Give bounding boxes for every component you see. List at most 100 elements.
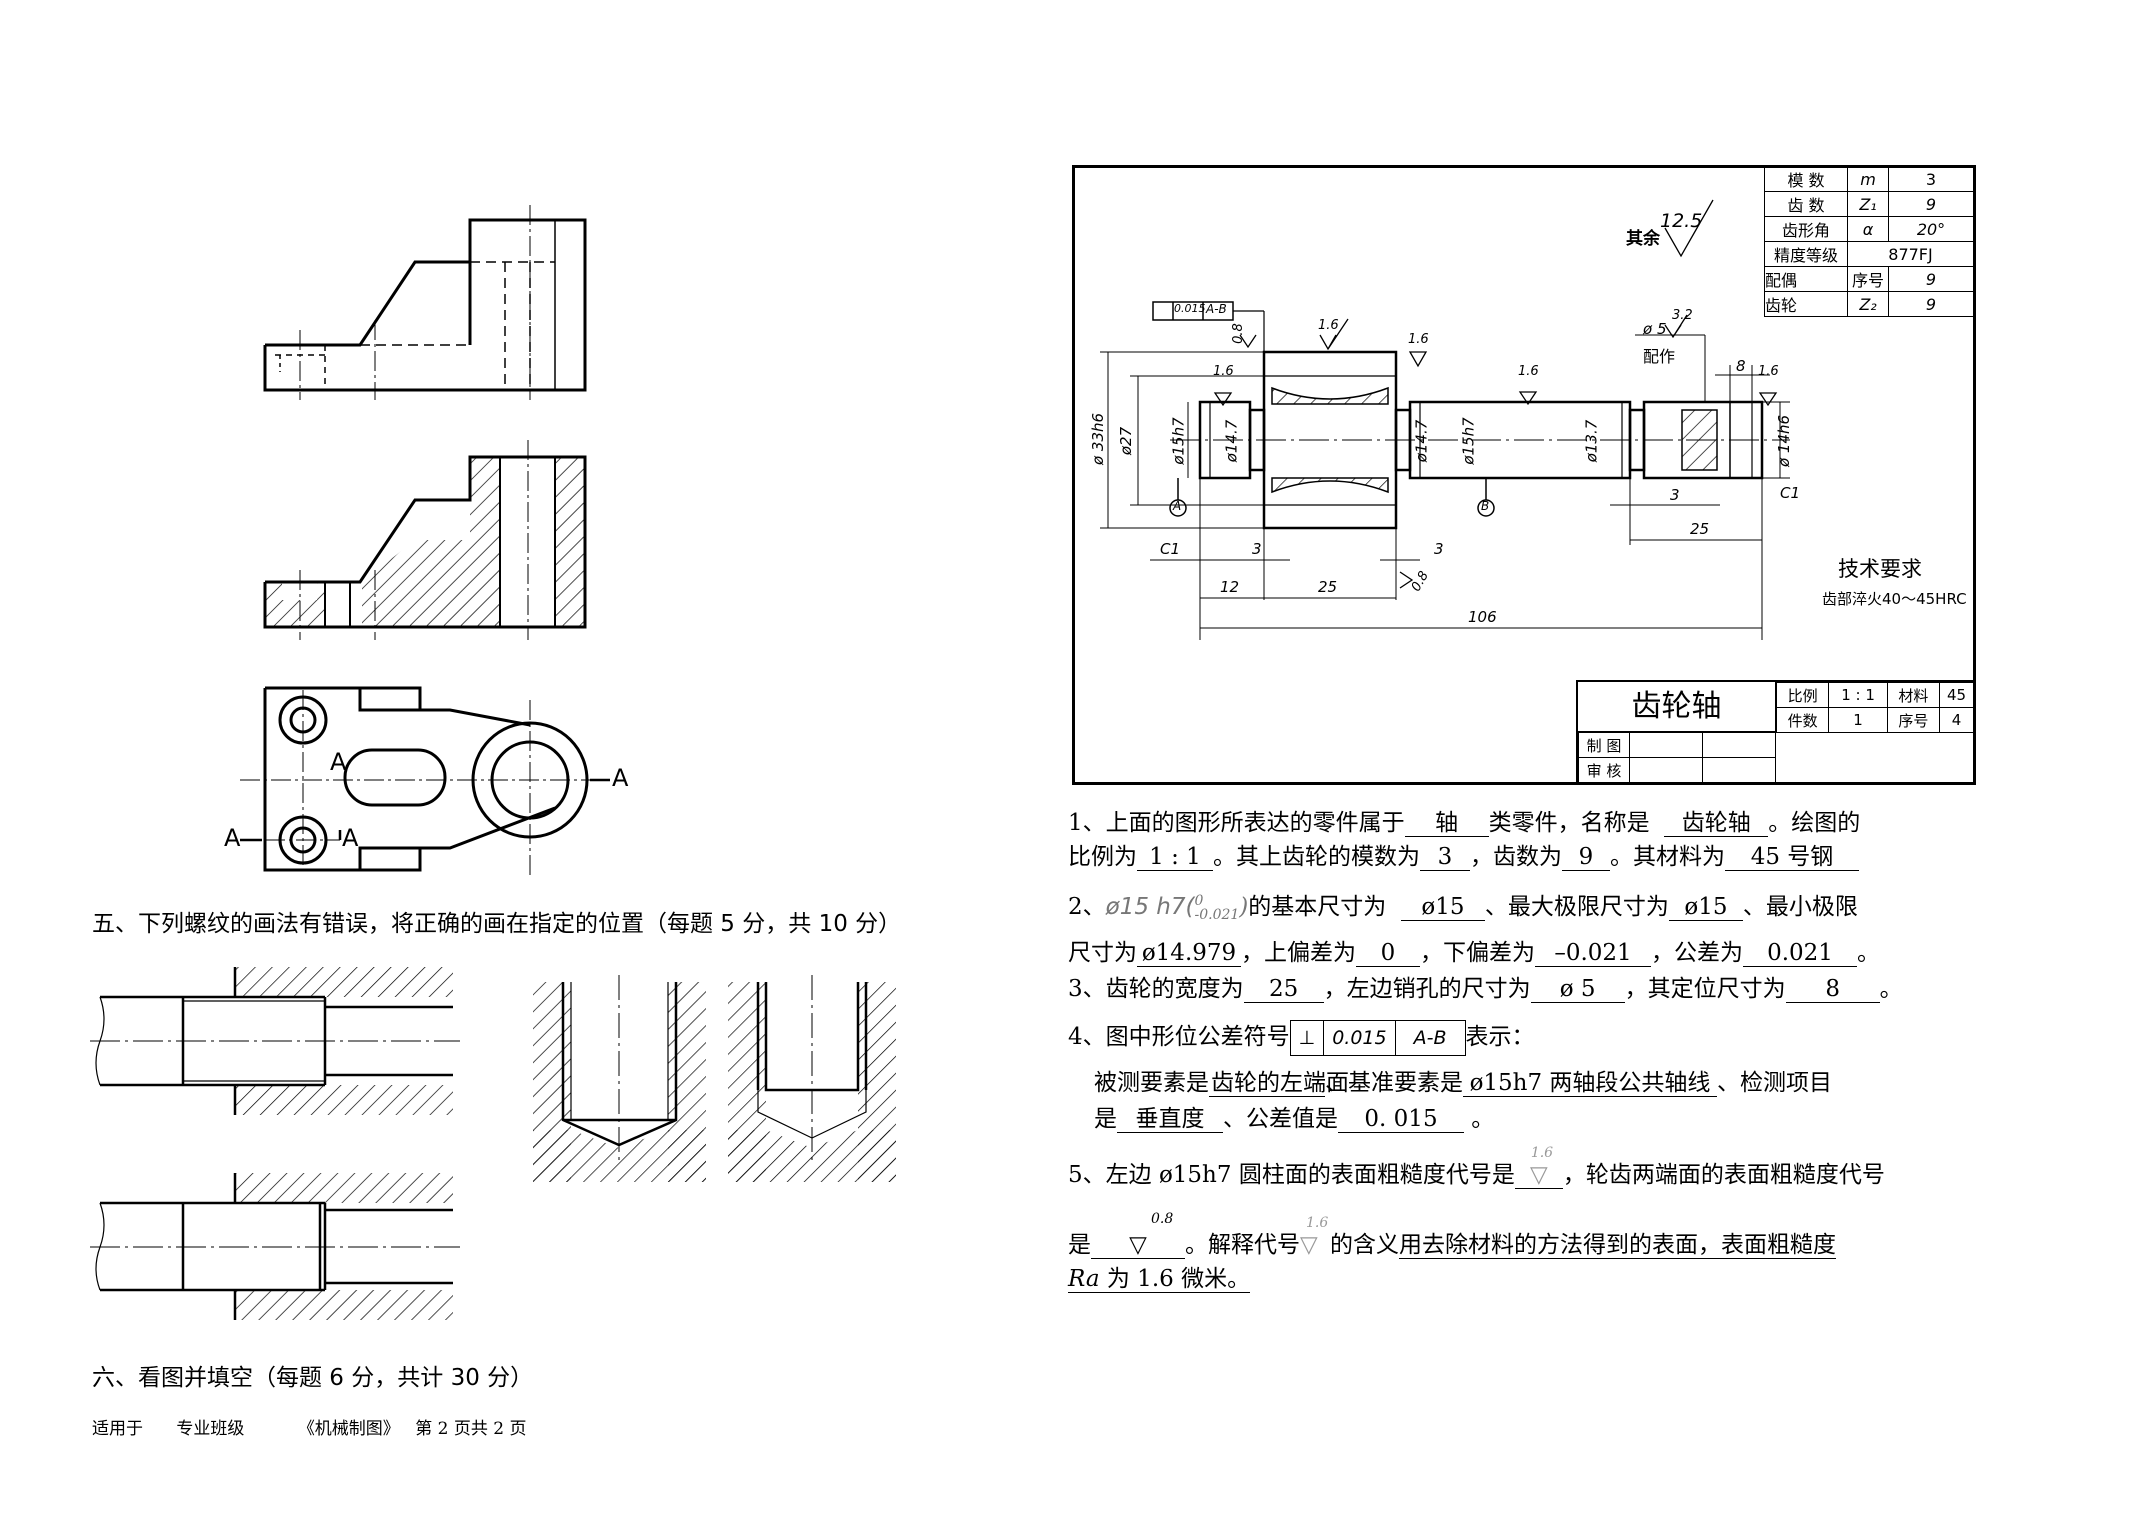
rough-16c: 1.6 bbox=[1518, 364, 1539, 379]
rough-16d: 1.6 bbox=[1213, 364, 1234, 379]
drawing-frame bbox=[1072, 165, 1976, 785]
q2-symbol: ø15 h7( bbox=[1105, 894, 1195, 920]
thread-3 bbox=[728, 975, 896, 1182]
answer-q4-item[interactable]: 垂直度 bbox=[1117, 1106, 1223, 1133]
perpendicularity-icon: ⊥ bbox=[1291, 1021, 1325, 1055]
answer-q4-feature[interactable]: 齿轮的左端面 bbox=[1209, 1070, 1349, 1097]
footer-major: 专业班级 bbox=[176, 1419, 245, 1439]
thread-2 bbox=[533, 975, 706, 1182]
dim-hole: ø 5 bbox=[1643, 320, 1667, 338]
answer-q3-hole[interactable]: ø 5 bbox=[1530, 976, 1625, 1003]
answer-q5-meaning-2[interactable]: Ra 为 1.6 微米。 bbox=[1068, 1266, 1251, 1293]
dim-hole-note: 配作 bbox=[1643, 347, 1676, 366]
answer-q1-scale[interactable]: 1 : 1 bbox=[1137, 844, 1213, 871]
sign-block: 制 图 审 核 bbox=[1578, 732, 1776, 783]
thread-4 bbox=[90, 1173, 460, 1320]
dim-3c: 3 bbox=[1670, 486, 1680, 504]
tech-req-text: 齿部淬火40～45HRC bbox=[1822, 590, 1967, 608]
dim-3a: 3 bbox=[1252, 540, 1262, 558]
part-name: 齿轮轴 bbox=[1578, 682, 1776, 732]
thread-1 bbox=[90, 967, 460, 1115]
datum-a: A bbox=[1173, 499, 1182, 513]
roughness-rest-label: 其余 bbox=[1626, 229, 1660, 249]
dim-d27: ø27 bbox=[1117, 426, 1136, 456]
answer-q1-teeth[interactable]: 9 bbox=[1562, 844, 1610, 871]
answer-q1-type[interactable]: 轴 bbox=[1404, 810, 1489, 837]
rough-16e: 1.6 bbox=[1758, 364, 1779, 379]
answer-q3-position[interactable]: 8 bbox=[1785, 976, 1880, 1003]
answer-q1-material[interactable]: 45 号钢 bbox=[1725, 844, 1859, 871]
rough-32: 3.2 bbox=[1672, 308, 1693, 323]
answer-q1-module[interactable]: 3 bbox=[1420, 844, 1470, 871]
datum-b: B bbox=[1481, 499, 1490, 513]
dim-106: 106 bbox=[1468, 608, 1497, 626]
section5-heading: 五、下列螺纹的画法有错误，将正确的画在指定的位置（每题 5 分，共 10 分） bbox=[92, 911, 902, 937]
front-view bbox=[263, 205, 587, 400]
answer-q2-tolerance[interactable]: 0.021 bbox=[1743, 940, 1857, 967]
question-5-line-3: Ra 为 1.6 微米。 bbox=[1068, 1262, 1251, 1296]
rough-16a: 1.6 bbox=[1318, 318, 1339, 333]
dim-d147b: ø14.7 bbox=[1412, 419, 1431, 463]
footer-page: 第 2 页共 2 页 bbox=[415, 1419, 527, 1439]
dim-d15a: ø15h7 bbox=[1169, 417, 1188, 465]
answer-q2-upper[interactable]: 0 bbox=[1356, 940, 1420, 967]
dim-d33: ø 33h6 bbox=[1089, 412, 1108, 466]
answer-q4-value[interactable]: 0. 015 bbox=[1338, 1106, 1464, 1133]
title-block bbox=[1576, 680, 1974, 783]
q5-rough-symbol: 1.6▽ bbox=[1300, 1215, 1329, 1258]
dim-gdt-datum: A-B bbox=[1206, 302, 1227, 316]
section-view bbox=[263, 440, 587, 640]
section-label-a2: A bbox=[612, 764, 629, 792]
answer-q2-max[interactable]: ø15 bbox=[1668, 894, 1743, 921]
rough-16b: 1.6 bbox=[1408, 332, 1429, 347]
footer-applies: 适用于 bbox=[92, 1419, 143, 1439]
dim-gdt-tol: 0.015 bbox=[1174, 302, 1206, 315]
answer-q2-lower[interactable]: –0.021 bbox=[1535, 940, 1651, 967]
dim-d15b: ø15h7 bbox=[1459, 417, 1478, 465]
answer-q2-min[interactable]: ø14.979 bbox=[1137, 940, 1241, 967]
section-label-a4: A bbox=[342, 824, 359, 852]
footer-course: 《机械制图》 bbox=[297, 1419, 400, 1439]
top-view bbox=[240, 686, 610, 875]
section-label-a3: A bbox=[224, 824, 241, 852]
answer-q5-rough2[interactable]: 0.8▽ bbox=[1091, 1211, 1185, 1259]
dim-8: 8 bbox=[1736, 357, 1746, 375]
question-1-line-1: 1、上面的图形所表达的零件属于轴类零件，名称是 齿轮轴。绘图的 bbox=[1068, 810, 1861, 837]
dim-d14: ø 14h6 bbox=[1775, 414, 1794, 468]
tech-req-title: 技术要求 bbox=[1838, 557, 1922, 581]
dim-c1-left: C1 bbox=[1160, 540, 1181, 558]
answer-q3-width[interactable]: 25 bbox=[1243, 976, 1324, 1003]
dim-25a: 25 bbox=[1318, 578, 1338, 596]
dim-3b: 3 bbox=[1434, 540, 1444, 558]
answer-q2-basic[interactable]: ø15 bbox=[1400, 894, 1485, 921]
answer-q1-name[interactable]: 齿轮轴 bbox=[1664, 810, 1769, 837]
section6-heading: 六、看图并填空（每题 6 分，共计 30 分） bbox=[92, 1365, 534, 1391]
dim-d137: ø13.7 bbox=[1582, 419, 1601, 463]
answer-q5-meaning[interactable]: 用去除材料的方法得到的表面，表面粗糙度 bbox=[1399, 1232, 1836, 1259]
section-label-a1: A bbox=[330, 748, 347, 776]
rough-08a: 0.8 bbox=[1230, 323, 1246, 344]
answer-q4-datum[interactable]: ø15h7 两轴段公共轴线 bbox=[1463, 1070, 1717, 1097]
roughness-rest-value: 12.5 bbox=[1660, 210, 1703, 232]
answer-q5-rough1[interactable]: 1.6▽ bbox=[1514, 1145, 1563, 1189]
dim-d147a: ø14.7 bbox=[1222, 419, 1241, 463]
dim-c1-right: C1 bbox=[1780, 484, 1801, 502]
dim-12: 12 bbox=[1220, 578, 1240, 596]
dim-25b: 25 bbox=[1690, 520, 1710, 538]
page-footer: 适用于 专业班级 《机械制图》 第 2 页共 2 页 bbox=[92, 1414, 554, 1439]
